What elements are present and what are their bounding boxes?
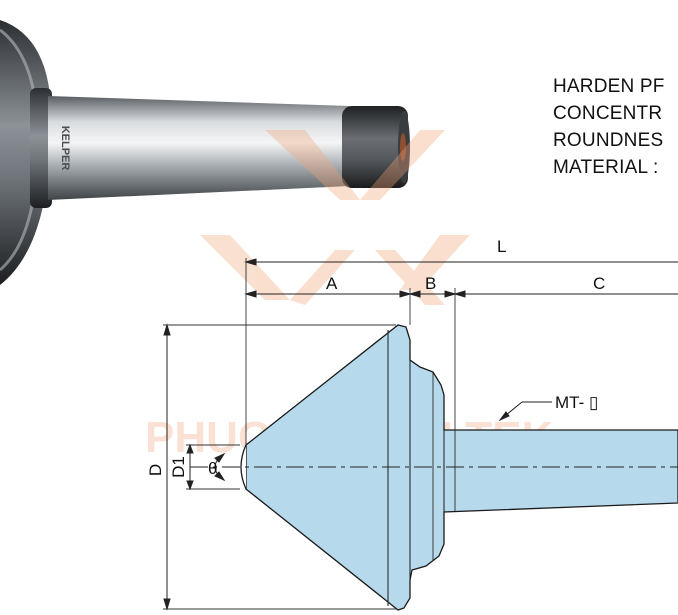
spec-concentricity: CONCENTR (553, 103, 663, 124)
photo-shank-end (342, 106, 408, 188)
dim-label-C: C (593, 274, 605, 293)
photo-brand-marking: KELPER (59, 126, 71, 171)
photo-collar (30, 88, 52, 208)
dim-label-mt: MT- ▯ (555, 393, 598, 412)
extension-lines (163, 258, 456, 610)
dim-label-D: D (146, 464, 165, 476)
watermark-logo (200, 130, 470, 305)
dim-label-D1: D1 (169, 456, 188, 478)
photo-body (0, 20, 52, 285)
dim-label-theta: θ (208, 459, 217, 478)
dim-label-L: L (497, 237, 506, 256)
dim-label-B: B (425, 274, 436, 293)
spec-roundness: ROUNDNES (553, 130, 664, 151)
spec-hardness: HARDEN PF (553, 76, 665, 97)
dim-label-A: A (326, 274, 338, 293)
spec-material: MATERIAL : (553, 157, 659, 178)
photo-shank (48, 96, 350, 200)
dimension-lines (163, 258, 678, 611)
product-photo: KELPER (0, 20, 410, 285)
